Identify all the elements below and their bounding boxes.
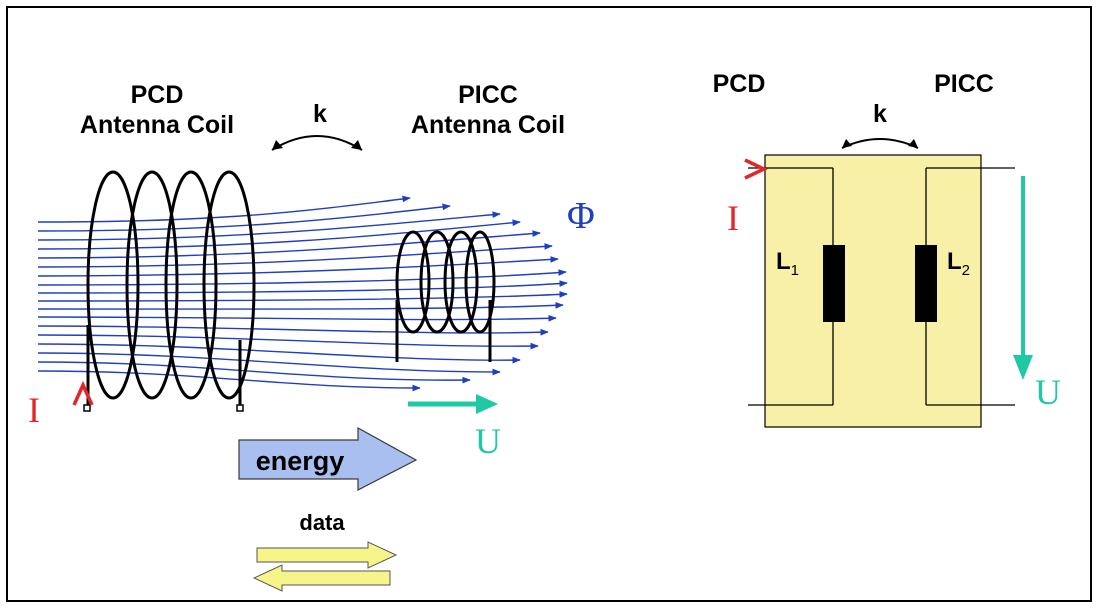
l2-label: L2 bbox=[947, 248, 970, 279]
coupling-arrowhead-left-b bbox=[351, 140, 362, 150]
voltage-arrowhead-left bbox=[476, 394, 498, 414]
picc-circuit-loop bbox=[925, 167, 1015, 406]
pcd-title-right: PCD bbox=[713, 70, 766, 98]
coupling-label-left: k bbox=[313, 100, 327, 128]
current-arrow-right bbox=[744, 158, 769, 180]
voltage-arrowhead-right bbox=[1013, 355, 1033, 380]
current-label-right: I bbox=[727, 198, 739, 238]
energy-arrow bbox=[238, 426, 418, 491]
picc-subtitle-left: Antenna Coil bbox=[411, 111, 565, 139]
current-arrow-left bbox=[72, 380, 94, 406]
voltage-label-left: U bbox=[475, 421, 501, 461]
l1-label: L1 bbox=[776, 248, 799, 279]
picc-title-left: PICC bbox=[458, 81, 518, 109]
inductor-l1 bbox=[823, 245, 845, 322]
coupling-label-right: k bbox=[873, 100, 887, 128]
magnetic-field-lines bbox=[37, 195, 568, 392]
flux-symbol: Φ bbox=[567, 195, 595, 237]
energy-label: energy bbox=[256, 446, 345, 476]
current-label-left: I bbox=[28, 390, 40, 430]
coupling-arrowhead-right-b bbox=[908, 139, 918, 148]
circuit-box bbox=[764, 154, 982, 428]
coupling-arrowhead-left-a bbox=[272, 140, 283, 150]
data-label: data bbox=[299, 510, 345, 535]
data-arrow-left bbox=[252, 564, 391, 592]
picc-antenna-coil bbox=[395, 230, 496, 362]
pcd-subtitle-left: Antenna Coil bbox=[80, 111, 234, 139]
inductor-l2 bbox=[915, 245, 937, 322]
coupling-arc-left bbox=[271, 135, 363, 151]
pcd-title-left: PCD bbox=[131, 81, 184, 109]
data-arrow-right bbox=[256, 541, 398, 569]
voltage-label-right: U bbox=[1035, 372, 1061, 412]
picc-title-right: PICC bbox=[934, 70, 994, 98]
pcd-antenna-coil bbox=[83, 170, 256, 412]
coupling-arrowhead-right-a bbox=[842, 139, 852, 148]
